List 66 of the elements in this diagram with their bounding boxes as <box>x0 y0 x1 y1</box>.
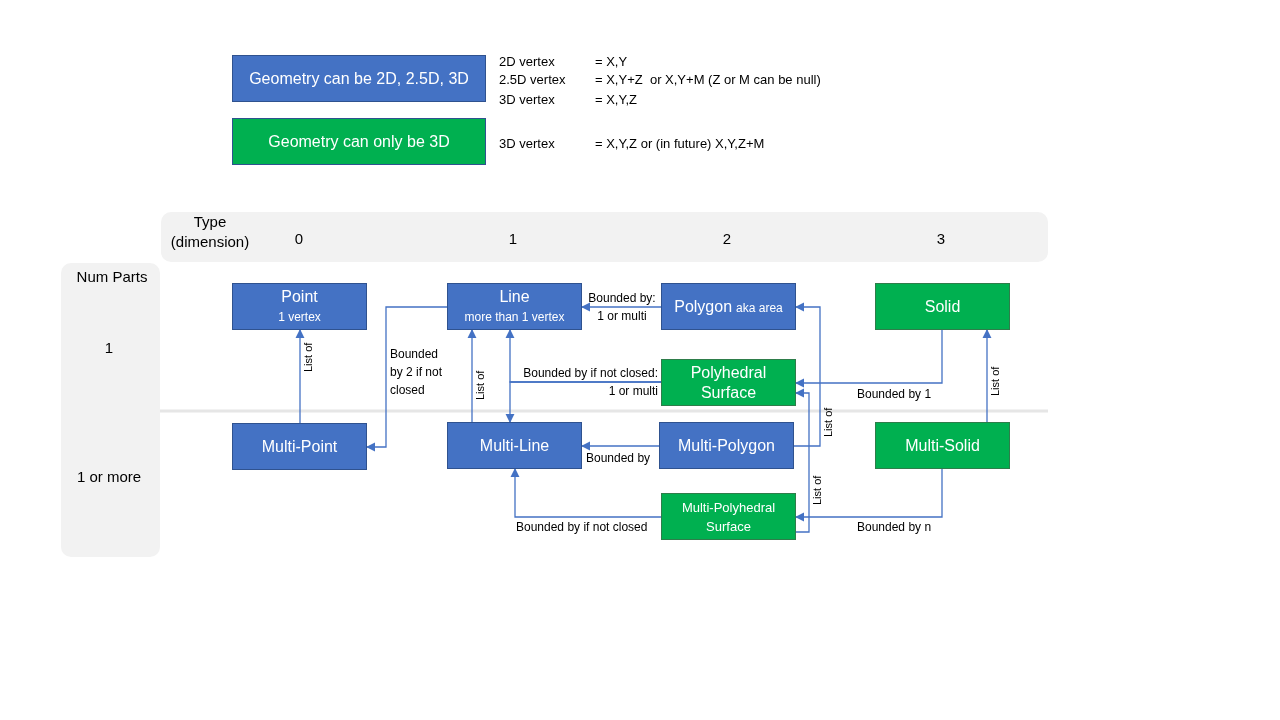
box-title: Polygon <box>674 296 733 317</box>
axis-value: 0 <box>293 229 305 249</box>
geometry-box <box>447 422 582 469</box>
header-band <box>61 263 160 557</box>
legend-text: Geometry can only be 3D <box>268 132 450 151</box>
vertex-type: 3D vertex <box>499 136 555 151</box>
arrow <box>467 329 477 423</box>
axis-title: Num Parts <box>75 267 149 287</box>
edge-label: List of <box>822 407 835 437</box>
arrow <box>510 468 662 518</box>
vertex-definition: = X,Y,Z <box>595 92 638 107</box>
box-title: Multi-Point <box>261 436 338 457</box>
geometry-box <box>875 283 1010 330</box>
arrow <box>581 441 660 451</box>
box-subtitle: more than 1 vertex <box>464 308 565 326</box>
axis-value: 1 or more <box>75 467 143 487</box>
edge-label: Bounded by <box>586 450 651 467</box>
arrow <box>795 468 943 522</box>
box-title: Multi-Line <box>479 435 550 456</box>
geometry-box <box>232 283 367 330</box>
box-title: Line <box>499 286 530 307</box>
geometry-box <box>232 423 367 470</box>
arrow <box>581 302 662 312</box>
vertex-type: 3D vertex <box>499 92 555 107</box>
arrow <box>795 388 810 533</box>
arrow <box>366 306 448 452</box>
vertex-type: 2.5D vertex <box>499 72 566 87</box>
arrow <box>793 302 821 447</box>
axis-value: 2 <box>721 229 733 249</box>
vertex-type: 2D vertex <box>499 54 555 69</box>
edge-label: List of <box>302 342 315 372</box>
edge-label: List of <box>989 366 1002 396</box>
box-subtitle: aka area <box>736 300 783 317</box>
arrow <box>982 329 992 423</box>
edge-label: Bounded by 2 if not closed <box>390 346 444 399</box>
axis-value: 3 <box>935 229 947 249</box>
box-title: Multi-Solid <box>905 435 980 456</box>
geometry-box <box>447 283 582 330</box>
axis-value: 1 <box>507 229 519 249</box>
edge-label: Bounded by if not closed: 1 or multi <box>522 365 658 400</box>
vertex-definition: = X,Y <box>595 54 628 69</box>
box-subtitle: 1 vertex <box>278 308 321 326</box>
box-title: Multi-Polygon <box>678 435 775 456</box>
edge-label: List of <box>474 370 487 400</box>
geometry-box <box>661 283 796 330</box>
box-title: Polyhedral Surface <box>689 362 768 403</box>
edge-label: Bounded by n <box>857 519 932 536</box>
geometry-box <box>875 422 1010 469</box>
edge-label: Bounded by if not closed <box>516 519 648 536</box>
edge-label: List of <box>811 475 824 505</box>
arrow <box>295 329 305 424</box>
arrow <box>505 381 662 423</box>
axis-value: 1 <box>103 338 115 358</box>
geometry-box <box>659 422 794 469</box>
vertex-definition: = X,Y+Z or X,Y+M (Z or M can be null) <box>595 72 821 87</box>
legend-text: Geometry can be 2D, 2.5D, 3D <box>249 69 469 88</box>
box-title: Multi-Polyhedral Surface <box>680 498 777 536</box>
geometry-box <box>661 359 796 406</box>
box-title: Point <box>281 286 318 307</box>
edge-label: Bounded by 1 <box>857 386 932 403</box>
edge-label: Bounded by: 1 or multi <box>587 290 657 325</box>
axis-title: Type (dimension) <box>170 212 250 252</box>
geometry-box <box>661 493 796 540</box>
box-title: Solid <box>924 296 961 317</box>
arrow <box>795 329 943 388</box>
vertex-definition: = X,Y,Z or (in future) X,Y,Z+M <box>595 136 765 151</box>
